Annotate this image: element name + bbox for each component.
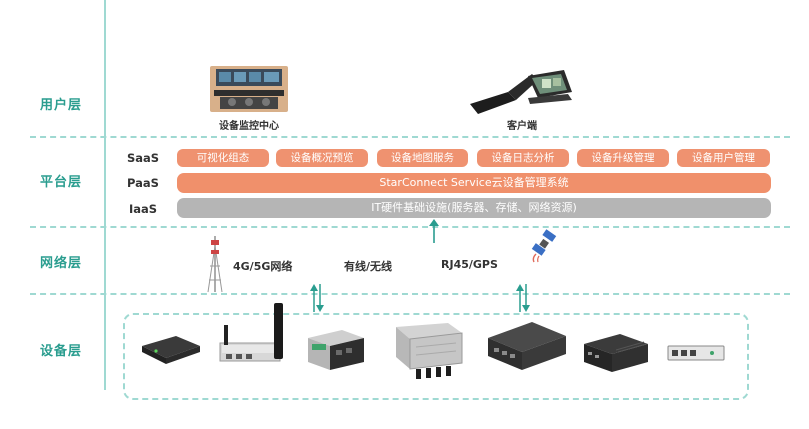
network-wired-wireless: 有线/无线: [344, 260, 393, 273]
saas-item-device-upgrade: 设备升级管理: [577, 149, 669, 167]
device-outdoor-unit: [396, 323, 463, 379]
bidirectional-arrow-icon-right: [516, 284, 530, 312]
caption-client: 客户端: [507, 121, 537, 132]
layer-label-network: 网络层: [39, 256, 82, 271]
cell-tower-icon: [207, 236, 223, 293]
client-laptop-image: [470, 70, 572, 114]
sublabel-paas: PaaS: [127, 176, 159, 190]
saas-item-device-overview: 设备概况预览: [276, 149, 368, 167]
device-edge-server: [488, 322, 566, 370]
monitor-center-image: [210, 66, 288, 112]
saas-item-visual-config: 可视化组态: [177, 149, 269, 167]
divider-platform-network: [30, 226, 790, 228]
bidirectional-arrow-icon-left: [310, 284, 324, 312]
device-router-antenna: [219, 303, 283, 362]
saas-item-device-map: 设备地图服务: [377, 149, 468, 167]
device-switch: [667, 345, 725, 361]
device-fanless-pc: [584, 334, 648, 372]
layer-axis-line: [104, 0, 106, 390]
caption-monitor-center: 设备监控中心: [219, 121, 279, 132]
saas-item-device-user: 设备用户管理: [677, 149, 770, 167]
device-gateway-1: [142, 336, 200, 364]
layer-label-platform: 平台层: [39, 175, 82, 190]
sublabel-iaas: IaaS: [128, 202, 158, 216]
iaas-bar: IT硬件基础设施(服务器、存储、网络资源): [177, 198, 771, 218]
divider-user-platform: [30, 136, 790, 138]
layer-label-user: 用户层: [39, 98, 82, 113]
network-rj45-gps: RJ45/GPS: [441, 258, 498, 271]
network-4g5g: 4G/5G网络: [233, 260, 293, 273]
sublabel-saas: SaaS: [126, 151, 160, 165]
layer-label-device: 设备层: [39, 344, 82, 359]
device-container: [123, 313, 749, 400]
saas-item-device-log: 设备日志分析: [477, 149, 569, 167]
satellite-icon: [531, 229, 557, 263]
paas-bar: StarConnect Service云设备管理系统: [177, 173, 771, 193]
divider-network-device: [30, 293, 790, 295]
device-industrial-box: [308, 330, 364, 370]
up-arrow-icon: [429, 219, 439, 243]
